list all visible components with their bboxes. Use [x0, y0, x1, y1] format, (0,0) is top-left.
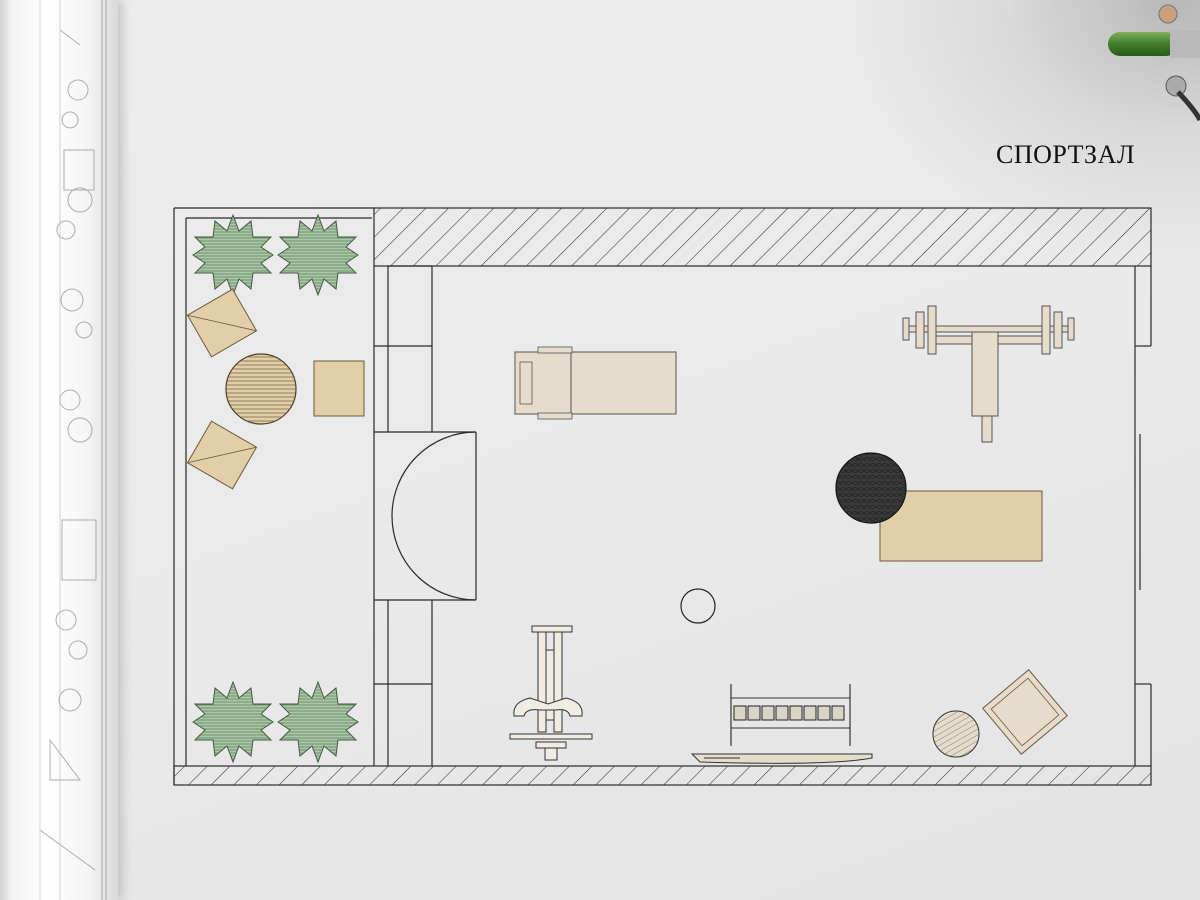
wall-outlines — [173, 207, 1152, 785]
door-swing-icon — [391, 431, 477, 601]
treadmill-icon — [514, 346, 677, 420]
mat-icon — [879, 490, 1043, 562]
plant-icon — [192, 213, 359, 764]
bench-press-icon — [902, 305, 1075, 443]
hatched-wall — [173, 207, 1152, 786]
strip-sketch — [39, 0, 107, 900]
armchair-icon — [186, 288, 258, 490]
dumbbell-icon — [982, 669, 1068, 755]
rowing-machine-icon — [690, 684, 873, 764]
side-table-icon — [313, 360, 365, 417]
round-table-icon — [225, 353, 297, 425]
sheet-title: СПОРТЗАЛ — [996, 140, 1135, 169]
rolled-drawing-strip — [0, 0, 118, 900]
exercise-ball-icon — [680, 452, 980, 758]
multi-gym-icon — [509, 625, 593, 761]
